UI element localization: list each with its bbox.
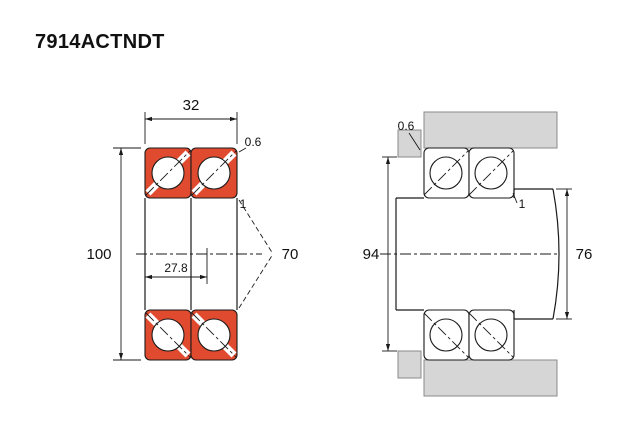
- housing-fillet-label: 0.6: [398, 119, 415, 133]
- contact-angle-line: [423, 150, 469, 196]
- contact-angle-line: [468, 150, 514, 196]
- callout-shaft-fillet: 1: [512, 192, 526, 211]
- housing-shoulder-top: [397, 129, 422, 158]
- contact-angle-line: [191, 150, 237, 196]
- dim-bore-diameter: 70: [238, 199, 299, 309]
- left-view-cross-section: 32 100 70 27.8 0.6 1: [86, 97, 299, 361]
- dim-housing-abutment: 94: [363, 156, 397, 352]
- shaft-abutment-dim-label: 76: [576, 246, 593, 263]
- inner-chamfer-label: 1: [240, 197, 247, 211]
- od-dim-label: 100: [86, 246, 111, 263]
- leader-line: [512, 192, 518, 204]
- callout-inner-chamfer: 1: [240, 197, 247, 211]
- bore-projection-line: [238, 253, 274, 309]
- leader-line: [408, 132, 421, 151]
- bore-dim-label: 70: [282, 246, 299, 263]
- dim-width: 32: [144, 97, 238, 144]
- dim-outside-diameter: 100: [86, 147, 141, 361]
- shaft-break-arc: [552, 188, 560, 320]
- right-view-mounting-section: 94 76 0.6 1: [363, 111, 593, 397]
- contact-angle-line: [468, 312, 514, 358]
- outer-chamfer-label: 0.6: [245, 135, 262, 149]
- leader-line: [238, 147, 247, 153]
- housing-abutment-dim-label: 94: [363, 246, 380, 263]
- part-number-title: 7914ACTNDT: [35, 31, 165, 53]
- callout-outer-chamfer: 0.6: [238, 135, 262, 153]
- shaft-fillet-label: 1: [519, 197, 526, 211]
- contact-angle-line: [423, 312, 469, 358]
- contact-angle-line: [145, 150, 191, 196]
- callout-housing-fillet: 0.6: [398, 119, 421, 151]
- width-dim-label: 32: [183, 97, 200, 114]
- contact-angle-line: [145, 312, 191, 358]
- dim-shaft-abutment: 76: [556, 188, 593, 320]
- contact-angle-line: [191, 312, 237, 358]
- load-center-dim-label: 27.8: [164, 261, 188, 275]
- housing-block-bottom: [423, 359, 558, 397]
- dim-load-center-offset: 27.8: [145, 248, 208, 284]
- housing-block-top: [423, 111, 558, 149]
- housing-shoulder-bottom: [397, 350, 422, 379]
- bore-projection-line: [238, 199, 274, 255]
